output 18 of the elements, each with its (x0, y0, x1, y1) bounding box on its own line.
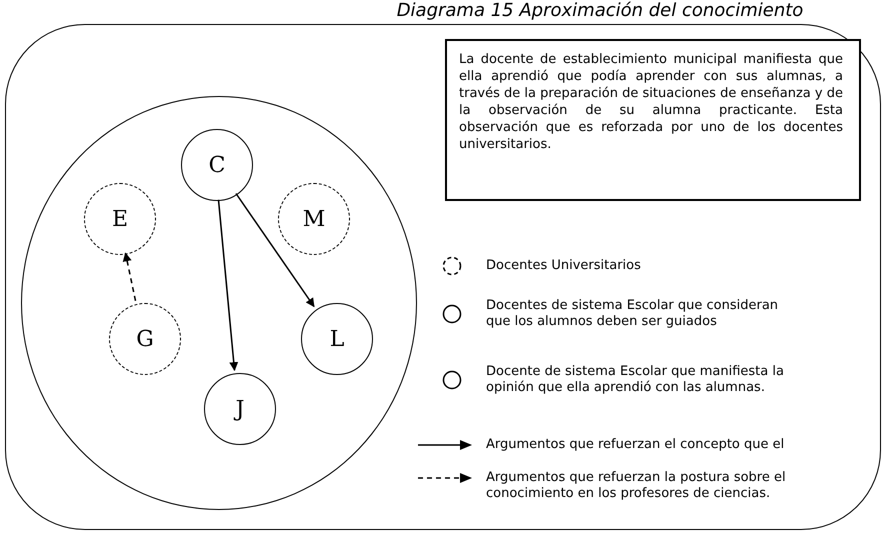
legend-text: Argumentos que refuerzan el concepto que el (486, 437, 786, 453)
dashed-arrow (122, 252, 136, 301)
legend-text: Docentes Universitarios (486, 258, 642, 274)
legend-text: Docente de sistema Escolar que manifiesta la opinión que ella aprendió con las alumnas. (486, 364, 785, 396)
legend-text: Docentes de sistema Escolar que consideran que los alumnos deben ser guiados (486, 298, 780, 330)
note-box: La docente de establecimiento municipal manifiesta que ella aprendió que podía aprender con sus alumnas, a través de la preparación de situaciones de enseñanza y de la observación de su alumna practicante. Esta observación que es reforzada por uno de los docentes universitarios. (445, 39, 861, 201)
arrow (235, 193, 315, 308)
dashed-letter-circle: M (278, 183, 350, 255)
dashed-letter-circle: G (109, 303, 181, 375)
letter-circle: C (181, 129, 253, 201)
arrow (218, 200, 238, 372)
legend-text: Argumentos que refuerzan la postura sobre el conocimiento en los profesores de ciencias. (486, 470, 786, 502)
dashed-letter-circle: E (84, 183, 156, 255)
letter-circle: L (301, 303, 373, 375)
letter-circle: J (204, 373, 276, 445)
frame-box (5, 24, 881, 530)
diagram-title: Diagrama 15 Aproximación del conocimiento (396, 0, 804, 22)
group-ellipse (21, 96, 417, 510)
